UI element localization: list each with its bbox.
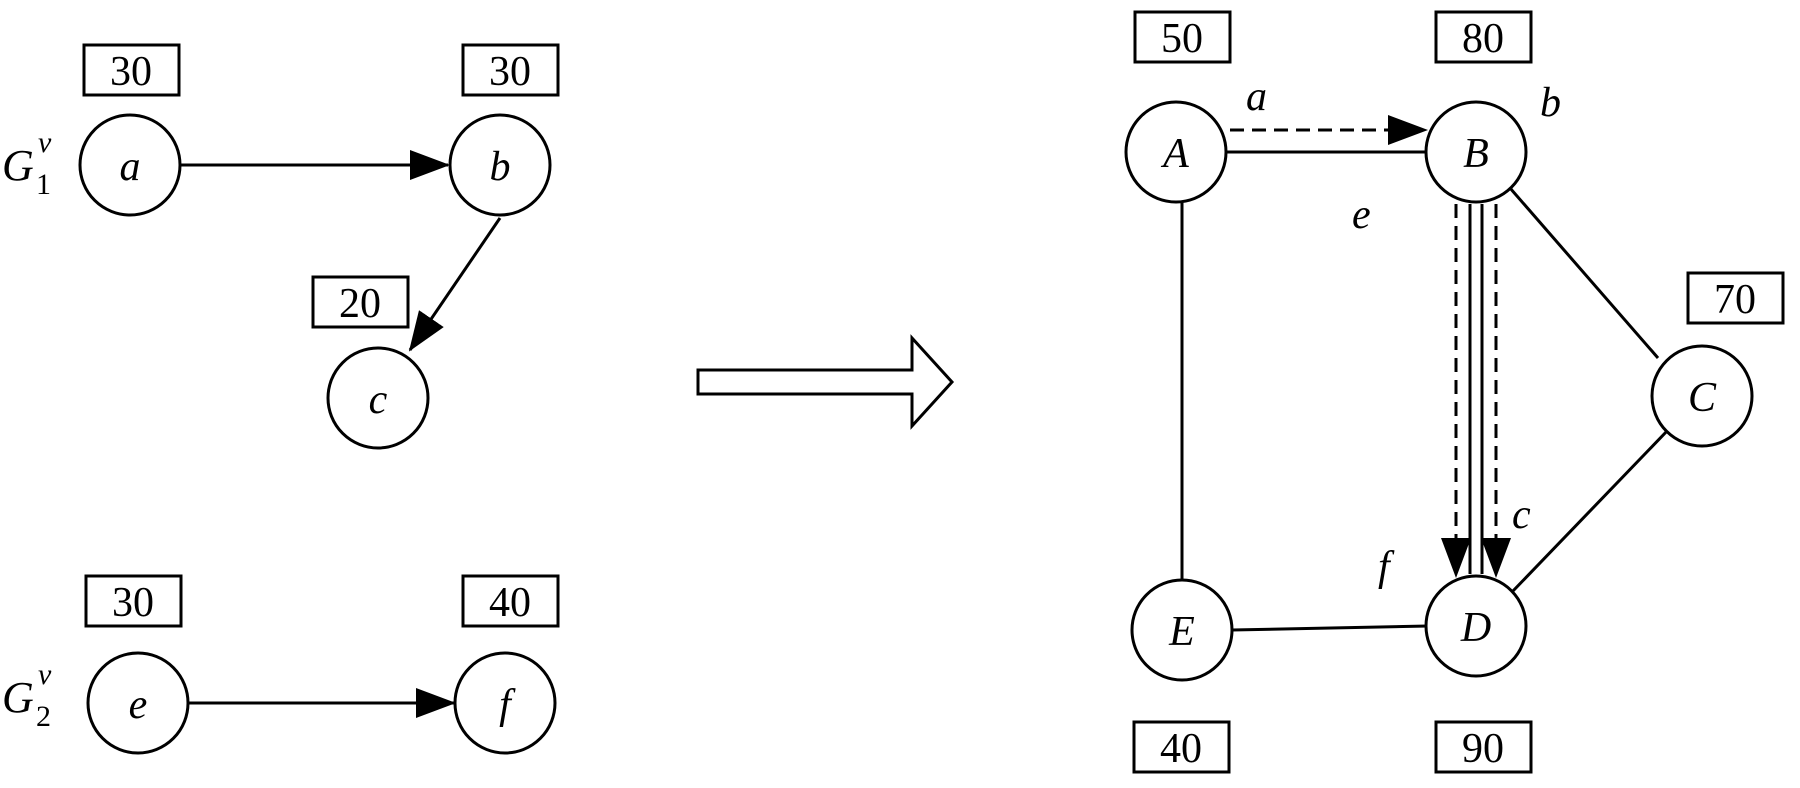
vnode-e — [86, 651, 190, 755]
snode-E-label: E — [1168, 609, 1195, 655]
vnode-c — [326, 346, 430, 450]
capacity-A: 50 — [1161, 16, 1203, 62]
sedge-B-C — [1508, 187, 1660, 359]
capacity-box-c — [311, 275, 410, 329]
capacity-box-b — [461, 43, 560, 97]
svg-text:v: v — [38, 658, 52, 691]
capacity-f: 40 — [489, 580, 531, 626]
capacity-box-C — [1686, 271, 1785, 325]
svg-text:G: G — [2, 673, 34, 722]
vnode-a — [78, 113, 182, 217]
map-label-e: e — [1352, 192, 1371, 238]
map-label-f: f — [1378, 544, 1395, 590]
capacity-box-e — [84, 574, 183, 628]
snode-A — [1124, 100, 1228, 204]
capacity-box-a — [82, 43, 181, 97]
map-label-a: a — [1246, 74, 1267, 120]
svg-text:1: 1 — [36, 168, 51, 201]
snode-C — [1650, 344, 1754, 448]
snode-E — [1130, 578, 1234, 682]
snode-B-label: B — [1463, 131, 1489, 177]
graph-label-g2: G v 2 — [2, 658, 52, 733]
sedge-E-D — [1231, 624, 1429, 632]
vedge-b-c — [408, 217, 502, 352]
vnode-c-label: c — [369, 377, 388, 423]
svg-text:G: G — [2, 141, 34, 190]
capacity-b: 30 — [489, 49, 531, 95]
capacity-box-A — [1133, 10, 1232, 64]
map-label-c: c — [1512, 492, 1531, 538]
sedge-C-D — [1510, 428, 1670, 594]
vnode-b-label: b — [490, 144, 511, 190]
capacity-C: 70 — [1714, 277, 1756, 323]
capacity-D: 90 — [1462, 726, 1504, 772]
capacity-box-D — [1434, 720, 1533, 774]
snode-B — [1424, 100, 1528, 204]
capacity-box-E — [1132, 720, 1231, 774]
graph-label-g1: G v 1 — [2, 126, 52, 201]
vnode-e-label: e — [129, 682, 148, 728]
vnode-f — [453, 651, 557, 755]
capacity-e: 30 — [112, 580, 154, 626]
svg-text:v: v — [38, 126, 52, 159]
mapping-arrow — [696, 334, 955, 430]
svg-text:2: 2 — [36, 700, 51, 733]
snode-D-label: D — [1460, 605, 1491, 651]
vnode-b — [448, 113, 552, 217]
capacity-a: 30 — [110, 49, 152, 95]
capacity-box-B — [1434, 10, 1533, 64]
map-label-b: b — [1540, 80, 1561, 126]
capacity-box-f — [461, 574, 560, 628]
capacity-c: 20 — [339, 281, 381, 327]
snode-A-label: A — [1160, 131, 1189, 177]
snode-C-label: C — [1688, 375, 1717, 421]
capacity-B: 80 — [1462, 16, 1504, 62]
capacity-E: 40 — [1160, 726, 1202, 772]
vnode-a-label: a — [120, 144, 141, 190]
snode-D — [1424, 574, 1528, 678]
